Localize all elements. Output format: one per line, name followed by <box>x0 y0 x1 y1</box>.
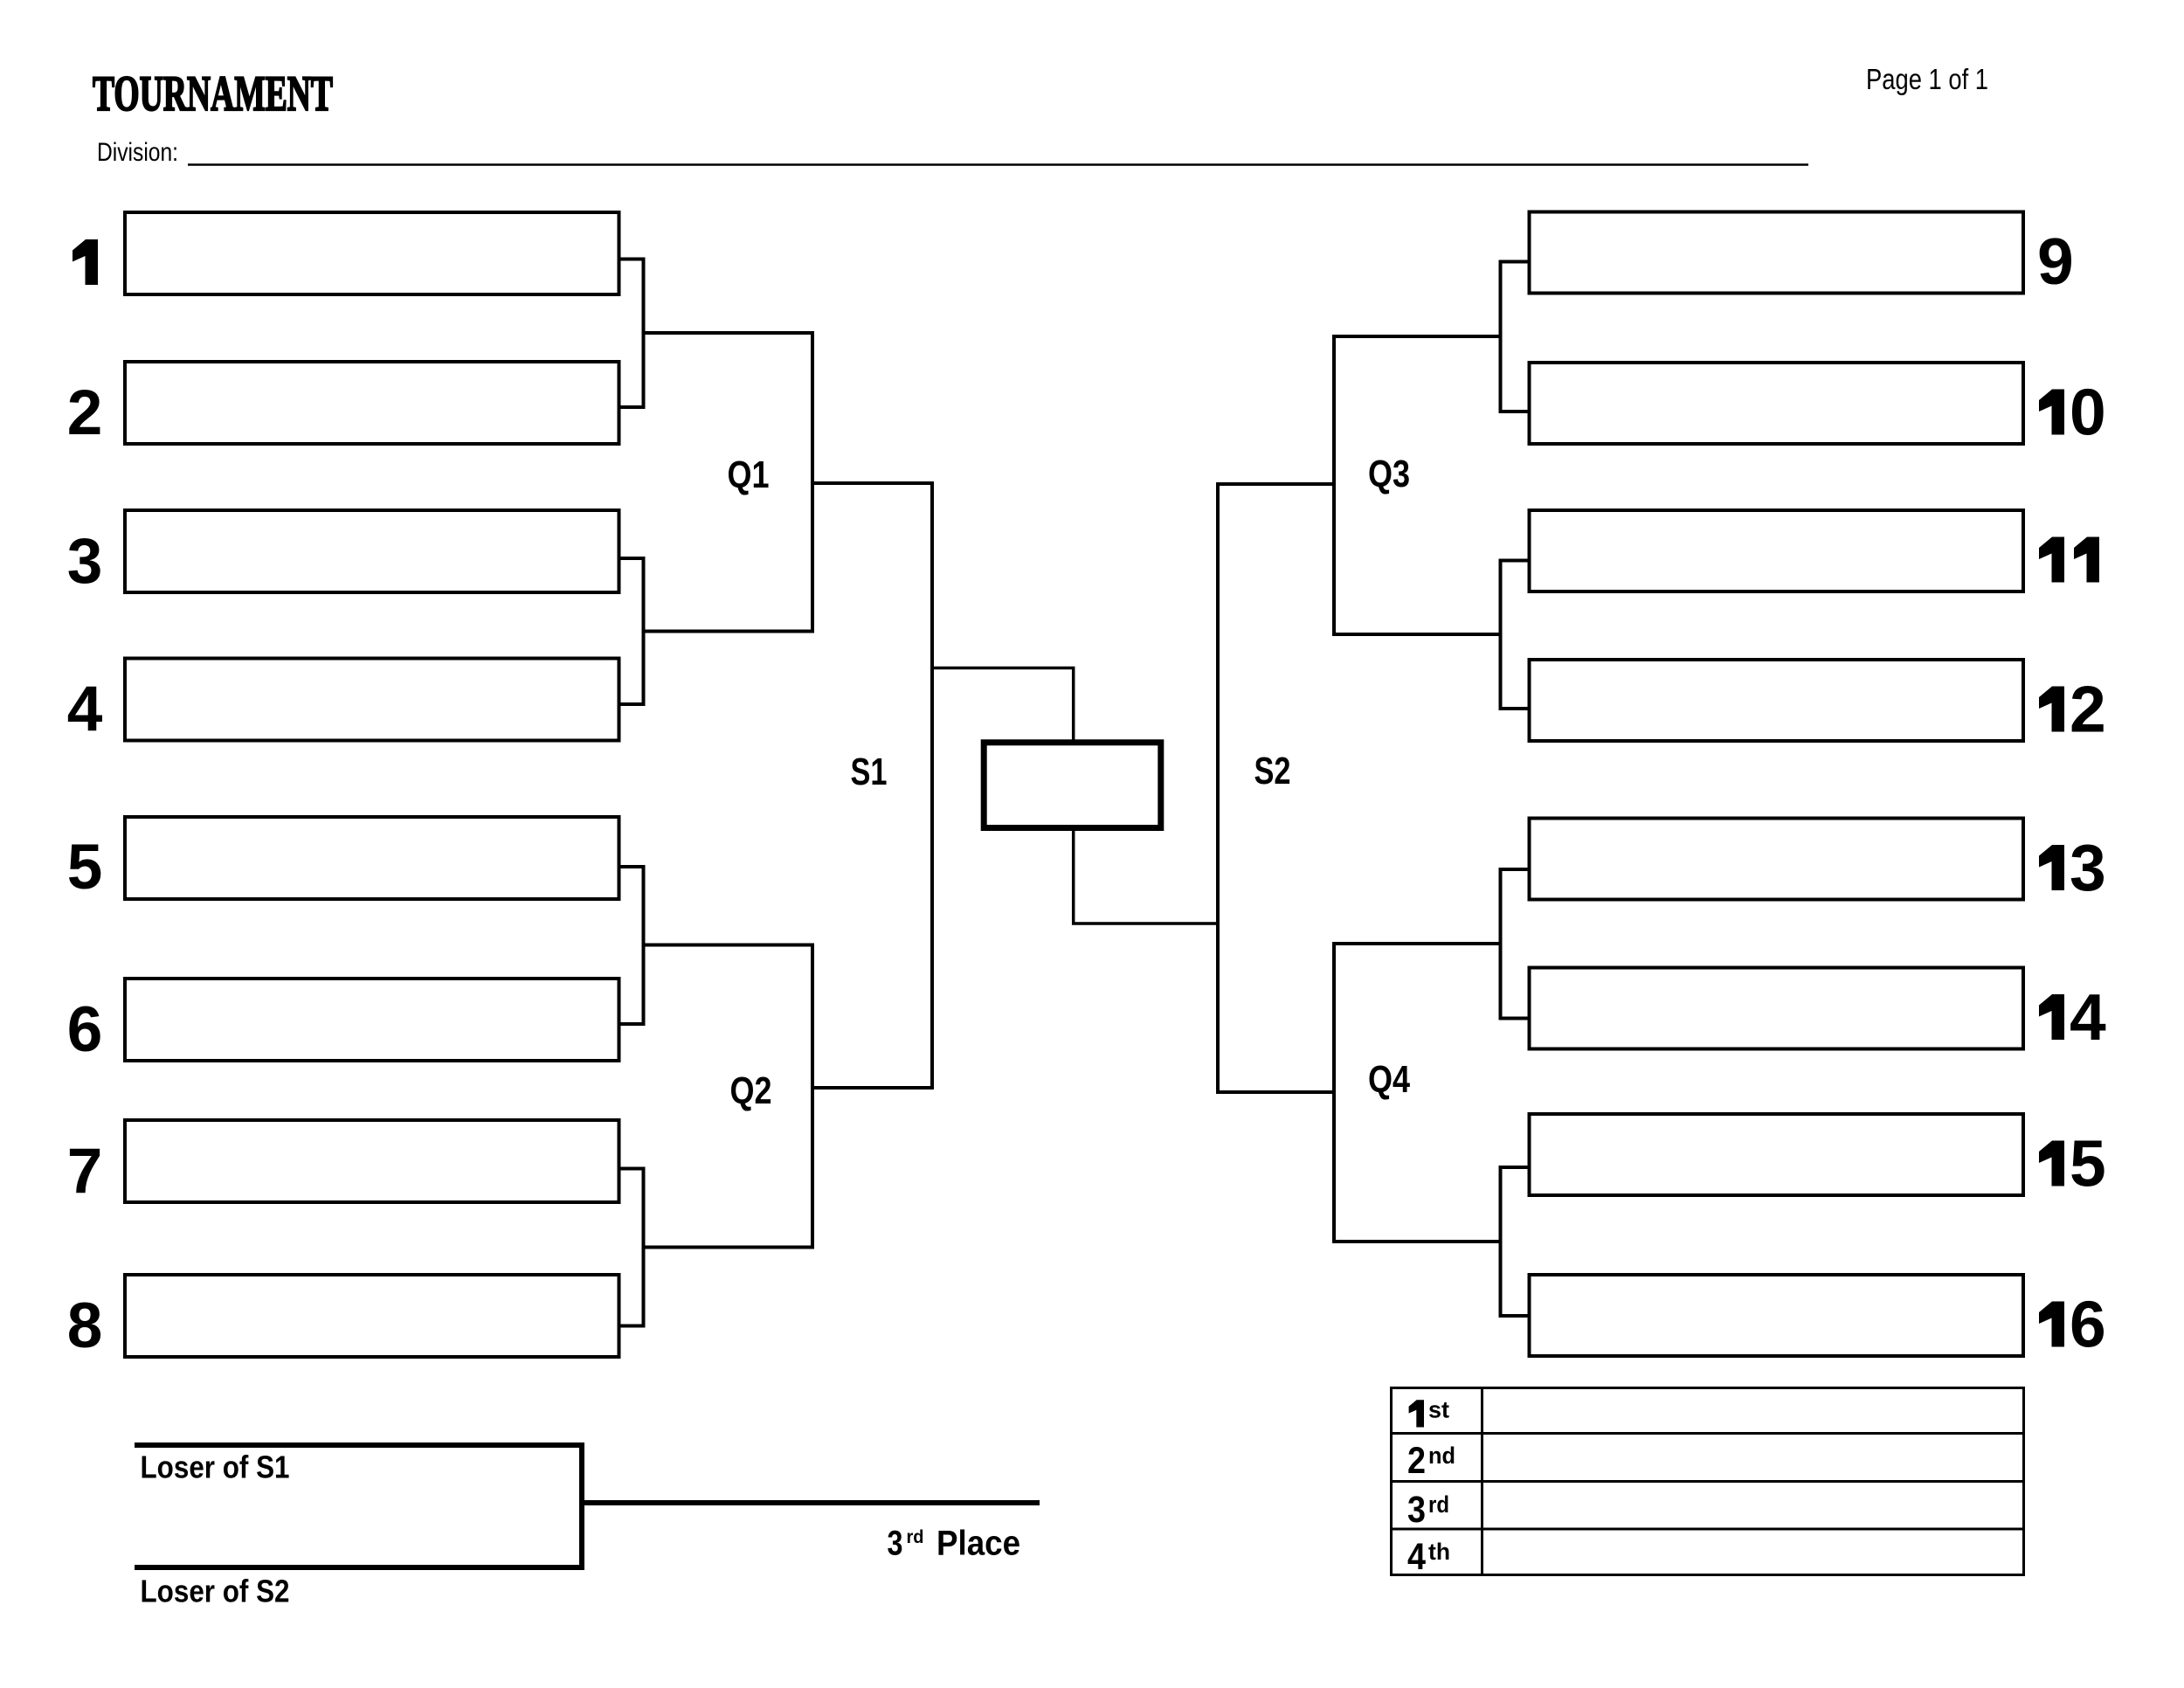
svg-text:Q4: Q4 <box>1368 1058 1410 1101</box>
svg-text:Loser of S2: Loser of S2 <box>141 1574 290 1609</box>
svg-text:6: 6 <box>67 994 103 1065</box>
svg-text:7: 7 <box>67 1136 103 1207</box>
svg-text:3: 3 <box>888 1525 903 1563</box>
svg-text:4: 4 <box>1407 1536 1426 1578</box>
svg-text:Loser of S1: Loser of S1 <box>141 1449 290 1485</box>
svg-text:3: 3 <box>2070 831 2106 904</box>
svg-text:0: 0 <box>2070 376 2106 449</box>
svg-text:Q1: Q1 <box>728 453 770 496</box>
svg-text:TOURNAMENT: TOURNAMENT <box>93 66 333 121</box>
svg-text:st: st <box>1428 1397 1449 1423</box>
svg-text:Division:: Division: <box>97 138 178 167</box>
svg-text:6: 6 <box>2070 1288 2106 1361</box>
svg-text:S2: S2 <box>1254 750 1291 792</box>
svg-text:4: 4 <box>67 675 103 745</box>
svg-text:5: 5 <box>2070 1127 2106 1200</box>
svg-text:th: th <box>1428 1539 1450 1565</box>
svg-text:5: 5 <box>67 832 103 903</box>
svg-text:4: 4 <box>2070 980 2106 1054</box>
svg-text:Place: Place <box>936 1525 1020 1563</box>
svg-text:2: 2 <box>67 377 103 448</box>
svg-text:rd: rd <box>907 1527 924 1547</box>
svg-text:2: 2 <box>2070 673 2106 746</box>
svg-text:rd: rd <box>1428 1491 1449 1518</box>
svg-text:S1: S1 <box>851 751 888 793</box>
svg-text:3: 3 <box>67 526 103 597</box>
svg-text:nd: nd <box>1428 1442 1455 1469</box>
svg-text:9: 9 <box>2037 225 2074 298</box>
svg-text:Page 1 of 1: Page 1 of 1 <box>1866 63 1988 95</box>
svg-text:Q2: Q2 <box>730 1069 772 1112</box>
svg-text:2: 2 <box>1407 1440 1426 1482</box>
svg-text:3: 3 <box>1407 1489 1426 1531</box>
svg-text:8: 8 <box>67 1290 103 1361</box>
svg-text:Q3: Q3 <box>1368 453 1410 495</box>
